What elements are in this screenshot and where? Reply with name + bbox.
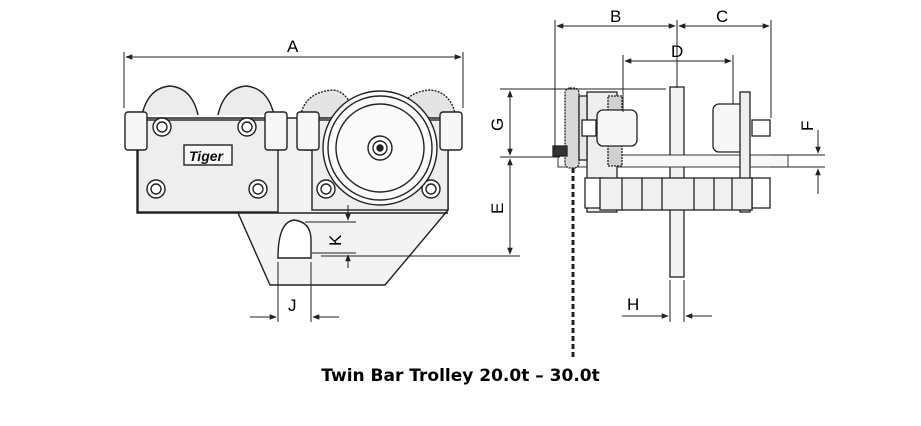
dimension-label-e: E	[488, 203, 507, 214]
dimension-label-b: B	[610, 7, 621, 26]
dimension-label-g: G	[488, 118, 507, 131]
bolt-group-right	[316, 179, 441, 199]
dimension-k	[305, 205, 356, 268]
dimension-c	[678, 20, 772, 118]
front-view	[124, 85, 463, 286]
technical-drawing: Tiger A J K	[123, 7, 825, 358]
side-view	[552, 86, 789, 358]
dimension-b	[554, 20, 678, 150]
dimension-f	[770, 130, 825, 194]
dimension-label-c: C	[716, 7, 728, 26]
dimension-g	[500, 88, 666, 158]
dimension-label-f: F	[798, 121, 817, 131]
figure-caption: Twin Bar Trolley 20.0t – 30.0t	[321, 366, 600, 386]
dimension-h	[622, 280, 712, 322]
dimension-d	[622, 55, 734, 112]
dimension-label-h: H	[627, 295, 639, 314]
dimension-label-j: J	[288, 296, 297, 315]
hand-wheel	[322, 90, 438, 206]
bolt-group-left	[146, 117, 268, 199]
brand-logo: Tiger	[189, 148, 225, 164]
dimension-label-k: K	[326, 234, 345, 246]
dimension-a	[123, 52, 464, 108]
dimension-j	[250, 262, 339, 322]
dimension-label-a: A	[287, 37, 299, 56]
dimension-label-d: D	[671, 42, 683, 61]
